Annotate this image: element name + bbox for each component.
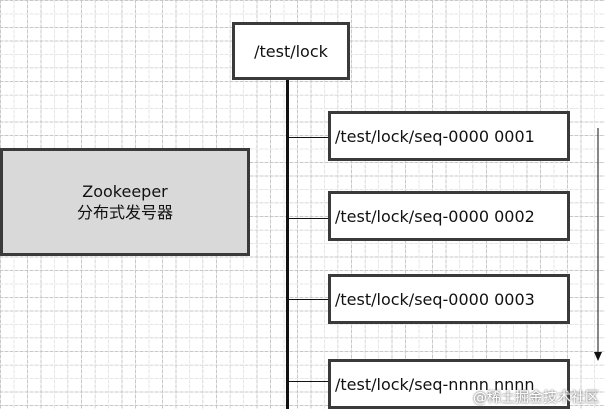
child-node-1: /test/lock/seq-0000 0001: [328, 111, 570, 161]
child-node-label: /test/lock/seq-nnnn nnnn: [335, 374, 535, 394]
child-node-label: /test/lock/seq-0000 0001: [335, 126, 535, 146]
zookeeper-generator-node: Zookeeper 分布式发号器: [0, 148, 250, 256]
sequence-order-arrow-icon: [594, 128, 602, 361]
root-node-label: /test/lock: [254, 41, 328, 61]
branch-line-2: [288, 218, 328, 219]
child-node-2: /test/lock/seq-0000 0002: [328, 191, 570, 241]
watermark: @稀土掘金技术社区: [473, 390, 599, 406]
generator-name: Zookeeper: [82, 182, 168, 201]
branch-line-1: [288, 137, 328, 138]
child-node-4: /test/lock/seq-nnnn nnnn: [328, 359, 570, 409]
generator-subtitle: 分布式发号器: [76, 203, 173, 222]
child-node-label: /test/lock/seq-0000 0002: [335, 206, 535, 226]
child-node-label: /test/lock/seq-0000 0003: [335, 289, 535, 309]
branch-line-4: [288, 381, 328, 382]
branch-line-3: [288, 299, 328, 300]
child-node-3: /test/lock/seq-0000 0003: [328, 274, 570, 324]
root-node: /test/lock: [232, 22, 350, 80]
tree-trunk-line: [286, 80, 289, 409]
